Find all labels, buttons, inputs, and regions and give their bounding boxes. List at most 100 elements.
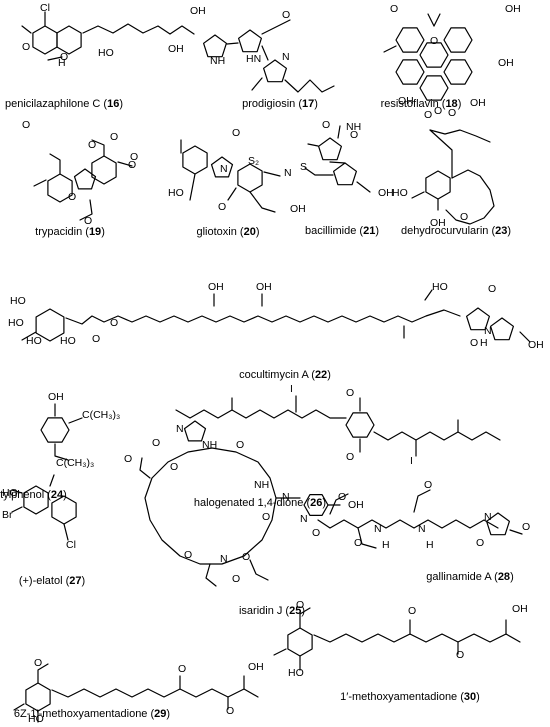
compound-caption: penicilazaphilone C (16) (5, 98, 123, 110)
atom-label: O (170, 461, 178, 473)
atom-label: N (282, 491, 290, 503)
atom-label: HO (168, 187, 184, 199)
atom-label: O (184, 549, 192, 561)
atom-label: O (408, 605, 416, 617)
atom-label: HO (28, 713, 44, 725)
atom-label: O (434, 105, 442, 117)
atom-label: O (476, 537, 484, 549)
atom-label: O (22, 119, 30, 131)
atom-label: OH (470, 97, 486, 109)
atom-label: O (354, 537, 362, 549)
atom-label: OH (348, 499, 364, 511)
atom-label: O (456, 649, 464, 661)
atom-label: O (236, 439, 244, 451)
atom-label: N (220, 163, 228, 175)
atom-label: C(CH₃)₃ (82, 409, 120, 421)
atom-label: O (242, 551, 250, 563)
atom-label: HO (8, 317, 24, 329)
atom-label: O (262, 511, 270, 523)
atom-label: O (232, 127, 240, 139)
atom-label: O (152, 437, 160, 449)
atom-label: HO (26, 335, 42, 347)
compound-caption: dehydrocurvularin (23) (401, 225, 511, 237)
atom-label: O (128, 159, 136, 171)
atom-label: O (338, 491, 346, 503)
atom-label: S₂ (248, 155, 259, 167)
compound-caption: resistoflavin (18) (381, 98, 462, 110)
atom-label: O (322, 119, 330, 131)
atom-label: HO (60, 335, 76, 347)
atom-label: O (92, 333, 100, 345)
atom-label: NH (210, 55, 225, 67)
atom-label: NH (254, 479, 269, 491)
atom-label: C(CH₃)₃ (56, 457, 94, 469)
atom-label: O (218, 201, 226, 213)
atom-label: I (410, 455, 413, 467)
atom-label: O (226, 705, 234, 717)
atom-label: HO (98, 47, 114, 59)
atom-label: OH (498, 57, 514, 69)
compound-captions: penicilazaphilone C (16)prodigiosin (17)… (0, 98, 514, 720)
atom-label: OH (248, 661, 264, 673)
atom-label: I (290, 383, 293, 395)
bond-skeleton (11, 11, 531, 723)
atom-label: OH (512, 603, 528, 615)
atom-label: N (484, 511, 492, 523)
atom-label: O (488, 283, 496, 295)
atom-label: O (346, 387, 354, 399)
atom-label: HO (2, 487, 18, 499)
atom-label: O (110, 317, 118, 329)
atom-label: O (460, 211, 468, 223)
atom-label: O (60, 51, 68, 63)
compound-caption: gliotoxin (20) (197, 226, 260, 238)
atom-label: H (480, 337, 488, 349)
atom-label: HO (432, 281, 448, 293)
atom-label: S (300, 161, 307, 173)
atom-label: H (382, 539, 390, 551)
atom-label: N (220, 553, 228, 565)
atom-label: OH (256, 281, 272, 293)
atom-label: Br (2, 509, 13, 521)
atom-label: O (68, 191, 76, 203)
atom-label: N (374, 523, 382, 535)
atom-label: Cl (66, 539, 76, 551)
atom-label: O (522, 521, 530, 533)
atom-label: H (58, 57, 66, 69)
atom-label: OH (208, 281, 224, 293)
compound-caption: 2,4-di-tert-butylphenol (24) (0, 489, 67, 501)
compound-caption: trypacidin (19) (35, 226, 105, 238)
atom-label: O (424, 109, 432, 121)
compound-caption: 1′-methoxyamentadione (30) (340, 691, 480, 703)
atom-label: O (124, 453, 132, 465)
atom-label: O (88, 139, 96, 151)
atom-label: O (110, 131, 118, 143)
atom-label: O (470, 337, 478, 349)
atom-label: OH (505, 3, 521, 15)
atom-label: O (84, 215, 92, 227)
atom-label: HO (288, 667, 304, 679)
compound-caption: bacillimide (21) (305, 225, 379, 237)
atom-label: H (426, 539, 434, 551)
atom-label: O (232, 573, 240, 585)
atom-label: O (448, 107, 456, 119)
atom-label: O (282, 9, 290, 21)
atom-label: NH (202, 439, 217, 451)
atom-label: O (34, 657, 42, 669)
atom-label: NH (346, 121, 361, 133)
compound-caption: halogenated 1,4-dione (26) (194, 497, 326, 509)
atom-label: O (390, 3, 398, 15)
compound-caption: 6Z-1′-methoxyamentadione (29) (14, 708, 170, 720)
atom-label: O (430, 35, 438, 47)
compound-caption: isaridin J (25) (239, 605, 305, 617)
atom-label: HN (246, 53, 261, 65)
atom-label: HO (392, 187, 408, 199)
atom-label: N (418, 523, 426, 535)
atom-label: OH (528, 339, 544, 351)
atom-label: Cl (40, 2, 50, 14)
atom-label: O (350, 129, 358, 141)
atom-label: O (346, 451, 354, 463)
atom-label: N (300, 513, 308, 525)
atom-label: HO (10, 295, 26, 307)
